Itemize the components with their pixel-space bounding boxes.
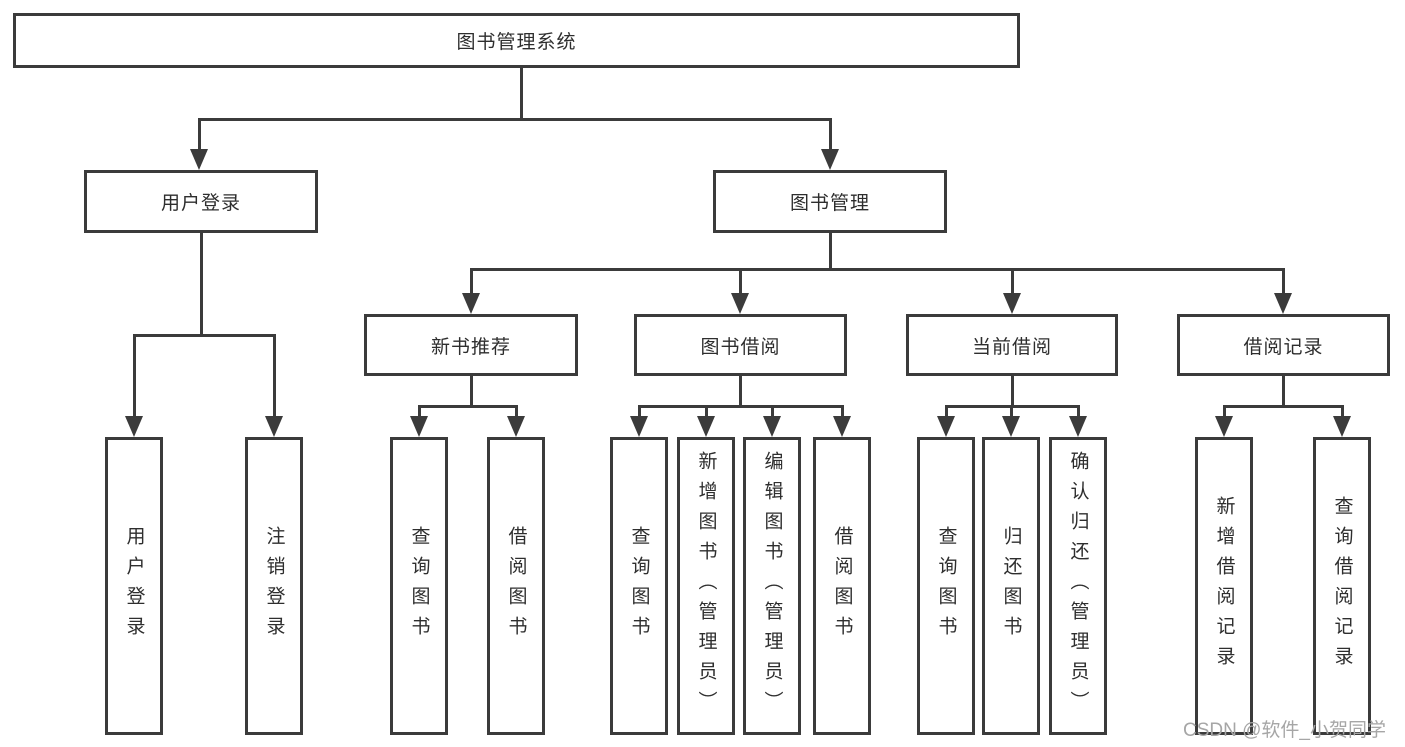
connector-l3-shaft-2 [739, 268, 742, 295]
leaf-current-return-books: 归还图书 [982, 437, 1040, 735]
node-borrow-records-label: 借阅记录 [1243, 336, 1324, 358]
arrow-down-icon [630, 416, 648, 437]
node-user-login-label: 用户登录 [160, 193, 241, 214]
arrow-down-icon [731, 293, 749, 314]
leaf-recommend-query-books-label: 查询图书 [408, 526, 430, 646]
connector-records-splitter [1223, 405, 1344, 408]
connector-borrow-splitter [638, 405, 844, 408]
leaf-records-query-record-label: 查询借阅记录 [1331, 496, 1353, 676]
connector-current-leaf1-shaft [945, 405, 948, 418]
node-new-book-recommend: 新书推荐 [364, 314, 578, 376]
leaf-borrow-edit-books-admin-label: 编辑图书（管理员） [761, 451, 783, 721]
watermark: CSDN @软件_小贺同学 [1183, 720, 1386, 741]
leaf-borrow-add-books-admin: 新增图书（管理员） [677, 437, 735, 735]
leaf-borrow-borrow-books-label: 借阅图书 [831, 526, 853, 646]
connector-l3-shaft-4 [1282, 268, 1285, 295]
leaf-borrow-edit-books-admin: 编辑图书（管理员） [743, 437, 801, 735]
connector-current-leaf2-shaft [1010, 405, 1013, 418]
arrow-down-icon [697, 416, 715, 437]
connector-records-stem [1282, 376, 1285, 408]
connector-borrow-leaf4-shaft [841, 405, 844, 418]
arrow-down-icon [1274, 293, 1292, 314]
leaf-current-query-books-label: 查询图书 [935, 526, 957, 646]
leaf-borrow-query-books: 查询图书 [610, 437, 668, 735]
connector-l3-shaft-3 [1011, 268, 1014, 295]
leaf-current-query-books: 查询图书 [917, 437, 975, 735]
connector-borrow-stem [739, 376, 742, 408]
leaf-user-login: 用户登录 [105, 437, 163, 735]
leaf-logout-label: 注销登录 [263, 526, 285, 646]
node-user-login: 用户登录 [84, 170, 318, 233]
arrow-down-icon [937, 416, 955, 437]
connector-recommend-splitter [418, 405, 518, 408]
connector-l2-splitter [199, 118, 832, 121]
leaf-current-confirm-return-admin: 确认归还（管理员） [1049, 437, 1107, 735]
node-new-book-recommend-label: 新书推荐 [430, 336, 511, 358]
leaf-recommend-borrow-books-label: 借阅图书 [505, 526, 527, 646]
node-root: 图书管理系统 [13, 13, 1020, 68]
leaf-records-add-record: 新增借阅记录 [1195, 437, 1253, 735]
node-borrow-records: 借阅记录 [1177, 314, 1390, 376]
leaf-records-query-record: 查询借阅记录 [1313, 437, 1371, 735]
arrow-down-icon [265, 416, 283, 437]
leaf-current-return-books-label: 归还图书 [1000, 526, 1022, 646]
arrow-down-icon [1069, 416, 1087, 437]
connector-records-leaf2-shaft [1341, 405, 1344, 418]
connector-l2-left-shaft [198, 118, 201, 151]
connector-login-leaf2-shaft [273, 334, 276, 418]
connector-l3-shaft-1 [470, 268, 473, 295]
node-book-management-label: 图书管理 [789, 193, 870, 214]
connector-mgmt-stem [829, 233, 832, 271]
arrow-down-icon [1003, 293, 1021, 314]
arrow-down-icon [462, 293, 480, 314]
leaf-recommend-borrow-books: 借阅图书 [487, 437, 545, 735]
connector-records-leaf1-shaft [1223, 405, 1226, 418]
leaf-borrow-add-books-admin-label: 新增图书（管理员） [695, 451, 717, 721]
connector-recommend-stem [470, 376, 473, 408]
connector-current-leaf3-shaft [1077, 405, 1080, 418]
connector-recommend-leaf2-shaft [515, 405, 518, 418]
arrow-down-icon [833, 416, 851, 437]
node-current-borrow-label: 当前借阅 [971, 336, 1052, 358]
arrow-down-icon [190, 149, 208, 170]
connector-login-splitter [133, 334, 275, 337]
arrow-down-icon [821, 149, 839, 170]
connector-borrow-leaf3-shaft [771, 405, 774, 418]
arrow-down-icon [507, 416, 525, 437]
connector-login-stem [200, 233, 203, 337]
connector-root-stem [520, 68, 523, 120]
connector-l3-splitter [470, 268, 1285, 271]
leaf-records-add-record-label: 新增借阅记录 [1213, 496, 1235, 676]
arrow-down-icon [763, 416, 781, 437]
arrow-down-icon [1002, 416, 1020, 437]
arrow-down-icon [410, 416, 428, 437]
node-book-borrow: 图书借阅 [634, 314, 847, 376]
leaf-borrow-borrow-books: 借阅图书 [813, 437, 871, 735]
connector-borrow-leaf2-shaft [705, 405, 708, 418]
connector-borrow-leaf1-shaft [638, 405, 641, 418]
connector-current-stem [1011, 376, 1014, 408]
node-book-borrow-label: 图书借阅 [700, 336, 781, 358]
arrow-down-icon [1333, 416, 1351, 437]
connector-l2-right-shaft [829, 118, 832, 151]
node-root-label: 图书管理系统 [456, 32, 577, 53]
leaf-logout: 注销登录 [245, 437, 303, 735]
leaf-current-confirm-return-admin-label: 确认归还（管理员） [1067, 451, 1089, 721]
connector-login-leaf1-shaft [133, 334, 136, 418]
arrow-down-icon [125, 416, 143, 437]
leaf-user-login-label: 用户登录 [123, 526, 145, 646]
connector-recommend-leaf1-shaft [418, 405, 421, 418]
node-book-management: 图书管理 [713, 170, 947, 233]
leaf-recommend-query-books: 查询图书 [390, 437, 448, 735]
leaf-borrow-query-books-label: 查询图书 [628, 526, 650, 646]
arrow-down-icon [1215, 416, 1233, 437]
node-current-borrow: 当前借阅 [906, 314, 1118, 376]
